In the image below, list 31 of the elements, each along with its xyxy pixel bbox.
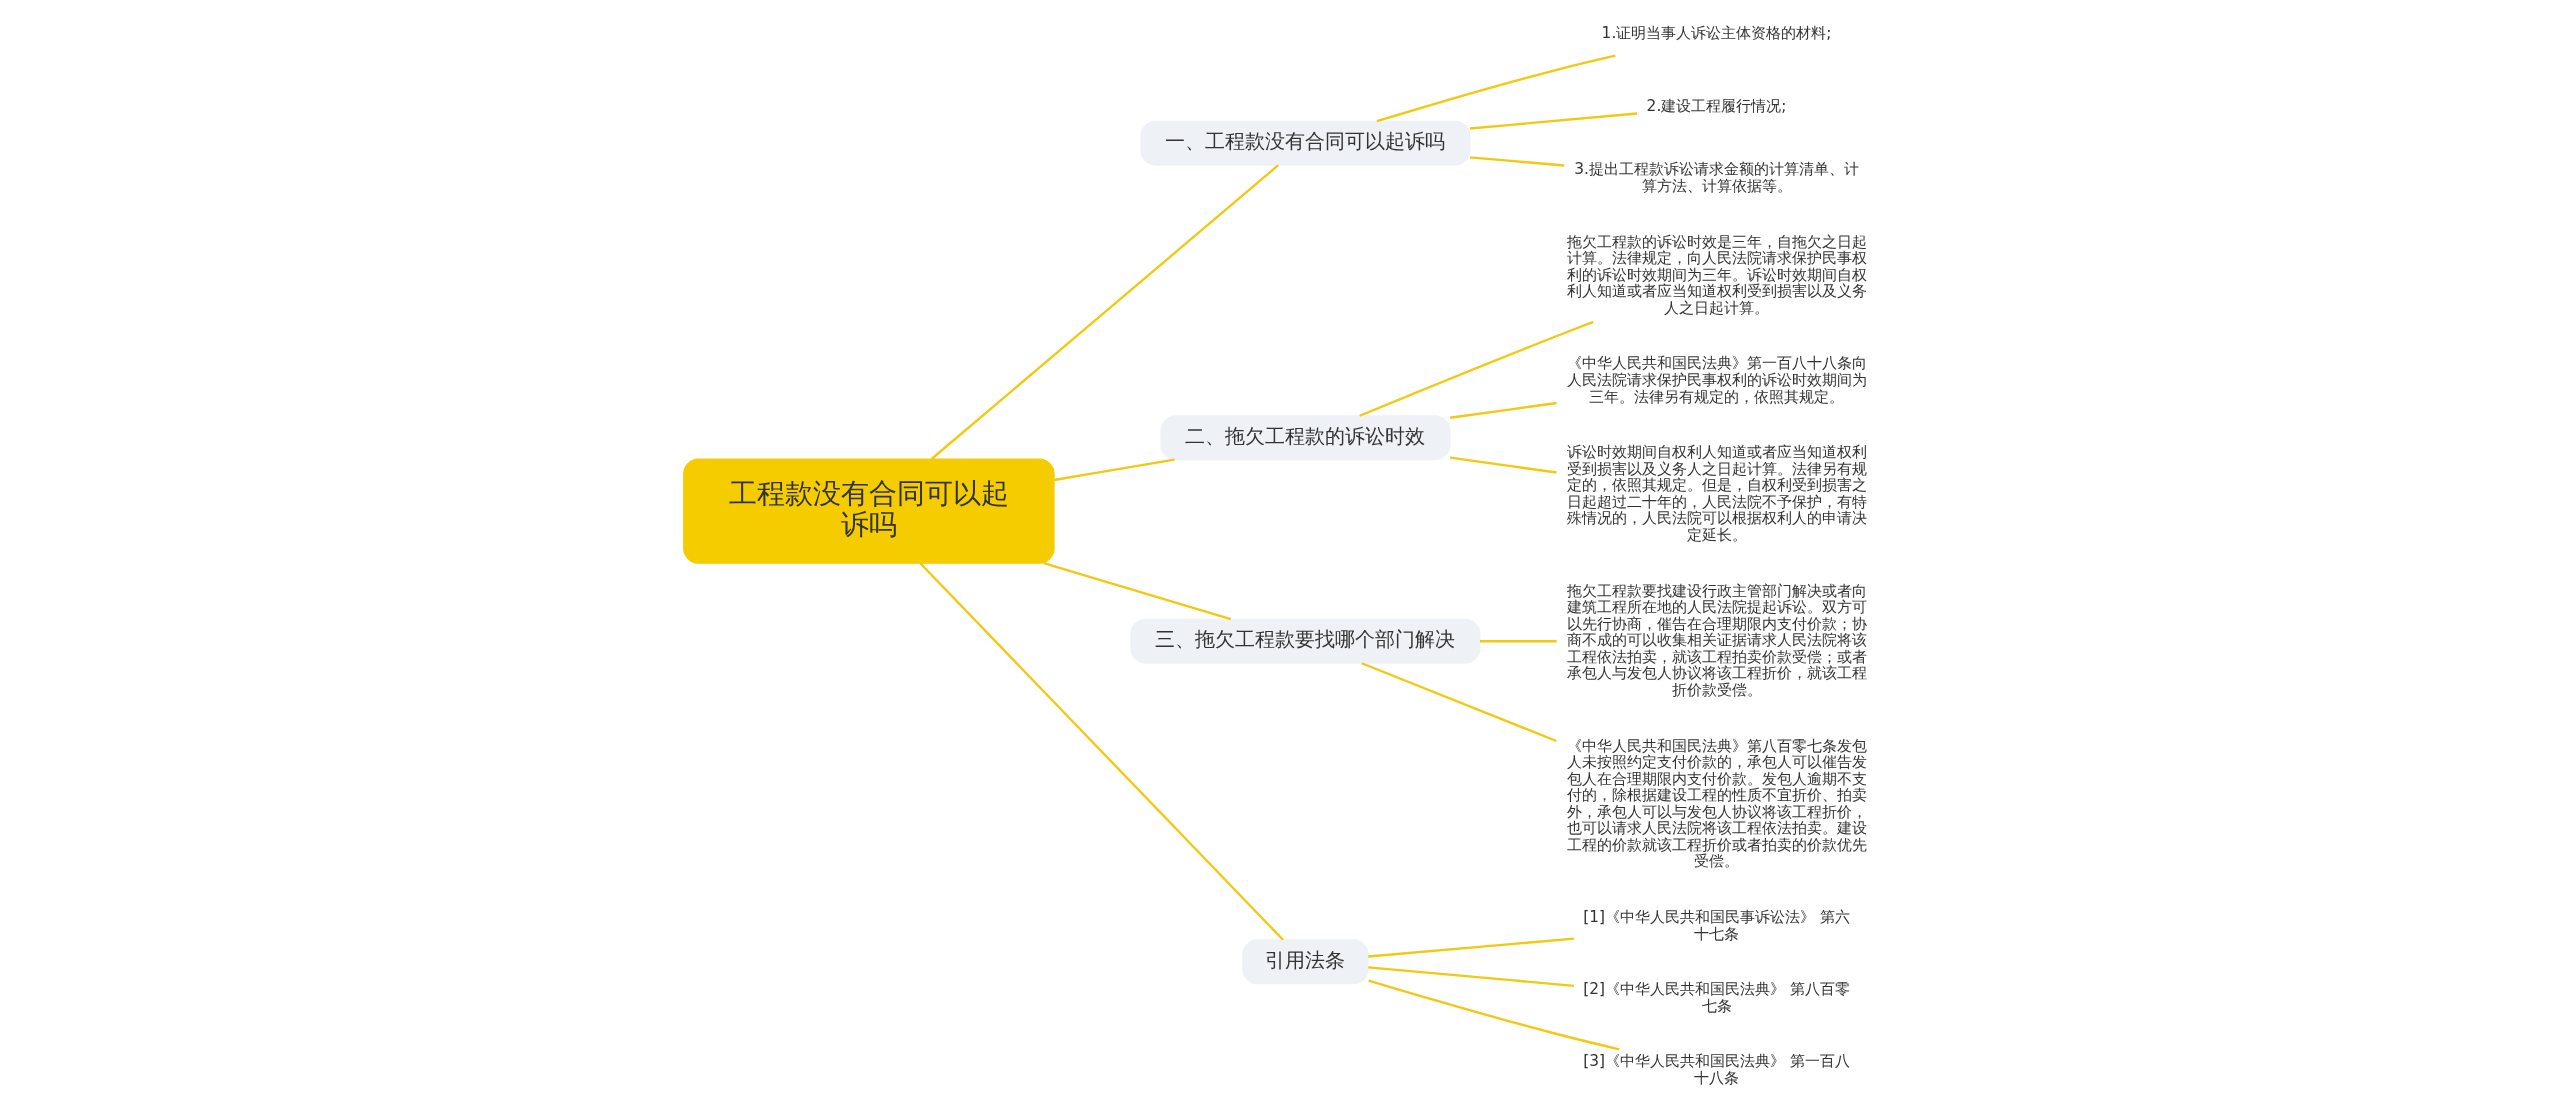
connector xyxy=(1054,458,1175,482)
node-text: [2]《中华人民共和国民法典》 第八百零七条 xyxy=(1583,980,1850,1015)
node-text: 2.建设工程履行情况; xyxy=(1646,96,1787,115)
node-text: 《中华人民共和国民法典》第一百八十八条向人民法院请求保护民事权利的诉讼时效期间为三年。法律另有规定的，依照其规定。 xyxy=(1566,354,1867,406)
node-text: 1.证明当事人诉讼主体资格的材料; xyxy=(1601,24,1832,43)
connector xyxy=(1479,640,1557,643)
connector xyxy=(1368,979,1620,1051)
connector xyxy=(1361,662,1557,743)
node-text: 诉讼时效期间自权利人知道或者应当知道权利受到损害以及义务人之日起计算。法律另有规定的，依照其规定。但是，自权利受到损害之日起超过二十年的，人民法院不予保护，有特殊情况的，人民法院可以根据权利人的申请决定延长。 xyxy=(1566,443,1867,544)
node-text: 拖欠工程款的诉讼时效是三年，自拖欠之日起计算。法律规定，向人民法院请求保护民事权利的诉讼时效期间为三年。诉讼时效期间自权利人知道或者应当知道权利受到损害以及义务人之日起计算。 xyxy=(1566,232,1867,317)
node-text: 《中华人民共和国民法典》第八百零七条发包人未按照约定支付价款的，承包人可以催告发包人在合理期限内支付价款。发包人逾期不支付的，除根据建设工程的性质不宜折价、拍卖外，承包人可以与发包人协议将该工程折价，也可以请求人民法院将该工程依法拍卖。建设工程的价款就该工程折价或者拍卖的价款优先受偿。 xyxy=(1566,736,1867,871)
node-box: 引用法条 xyxy=(1242,939,1369,985)
node-text: 3.提出工程款诉讼请求金额的计算清单、计算方法、计算依据等。 xyxy=(1574,160,1859,195)
node-text: 拖欠工程款要找建设行政主管部门解决或者向建筑工程所在地的人民法院提起诉讼。双方可以先行协商，催告在合理期限内支付价款；协商不成的可以收集相关证据请求人民法院将该工程依法拍卖，就该工程拍卖价款受偿；或者承包人与发包人协议将该工程折价，就该工程折价款受偿。 xyxy=(1566,581,1867,699)
connector xyxy=(919,562,1284,941)
connector xyxy=(1450,401,1557,419)
connector xyxy=(1368,966,1574,987)
node-text: [3]《中华人民共和国民法典》 第一百八十八条 xyxy=(1583,1052,1850,1087)
node-box: 二、拖欠工程款的诉讼时效 xyxy=(1160,415,1451,461)
node-box: 一、工程款没有合同可以起诉吗 xyxy=(1140,120,1471,166)
connector xyxy=(1469,156,1565,167)
connector xyxy=(1450,456,1557,474)
connector xyxy=(1043,562,1232,621)
connector xyxy=(931,164,1279,460)
connector xyxy=(1368,937,1574,958)
connector xyxy=(1469,112,1638,130)
connector xyxy=(1359,320,1594,417)
node-box: 工程款没有合同可以起诉吗 xyxy=(683,458,1055,564)
node-text: [1]《中华人民共和国民事诉讼法》 第六十七条 xyxy=(1583,908,1850,943)
node-box: 三、拖欠工程款要找哪个部门解决 xyxy=(1130,618,1481,664)
connector xyxy=(1376,54,1616,123)
